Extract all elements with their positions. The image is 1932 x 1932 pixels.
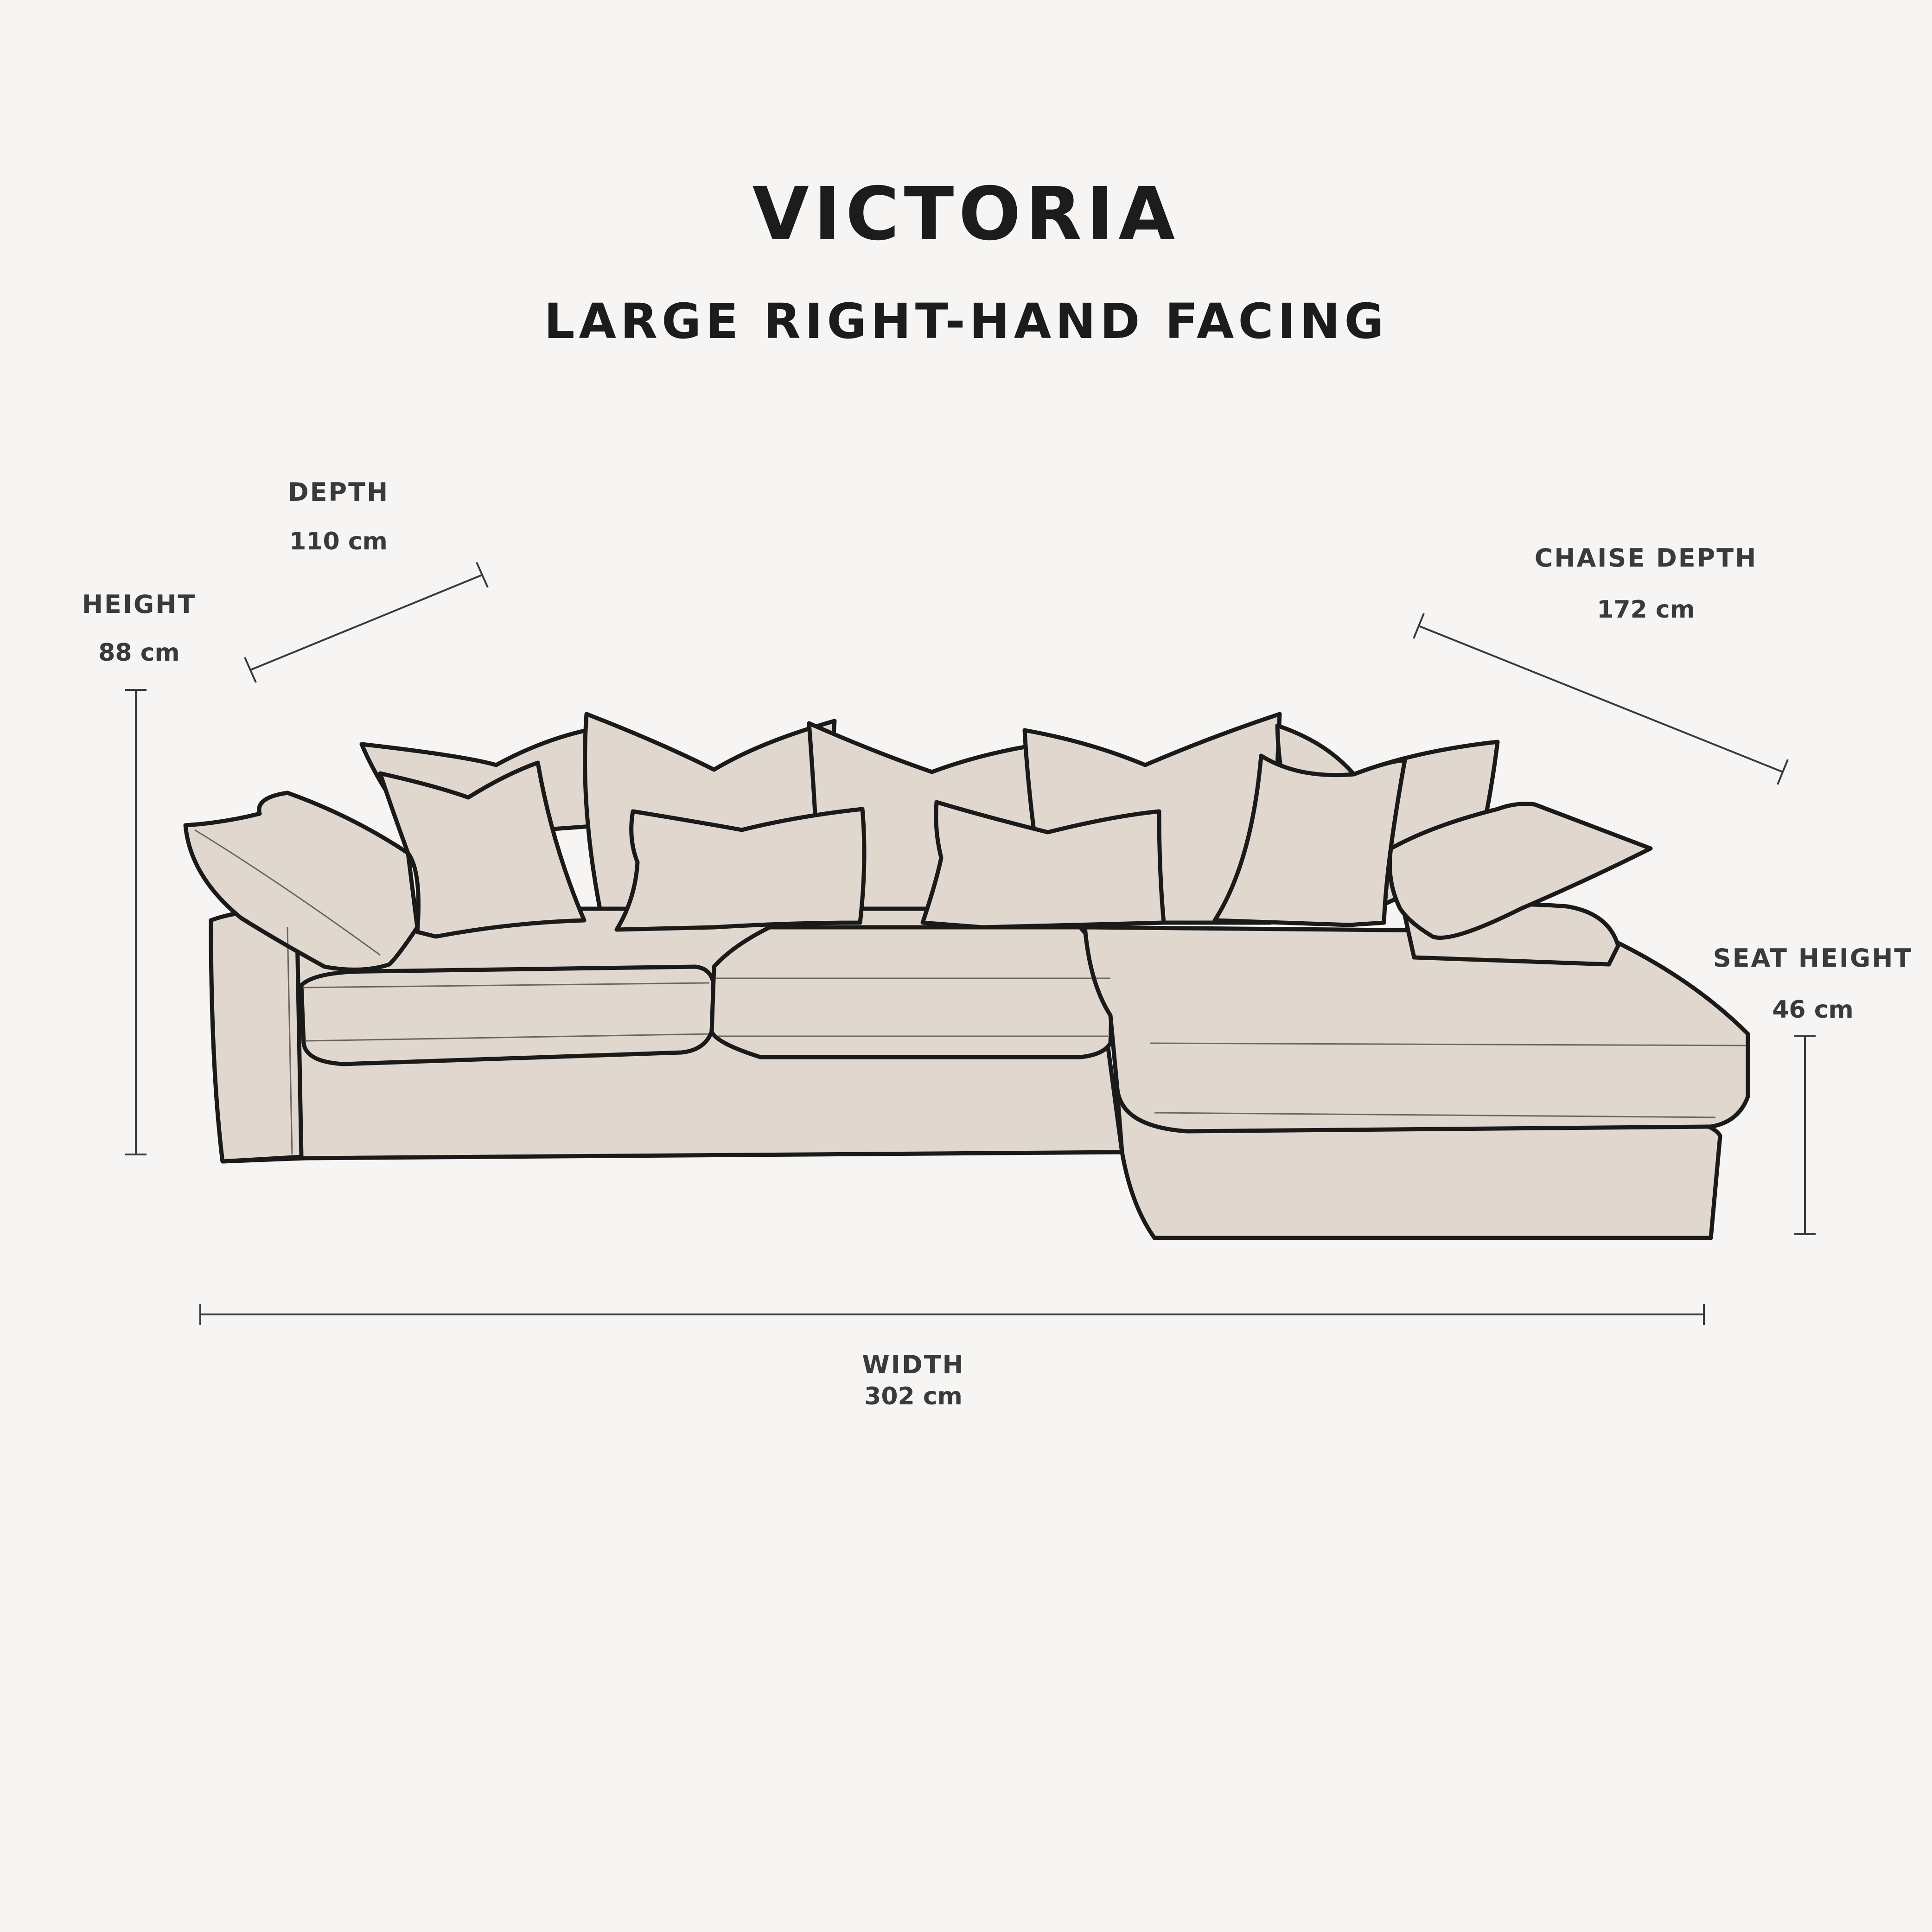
chaise-depth-dimension-line xyxy=(1413,613,1789,785)
seam-lines xyxy=(194,829,1746,1155)
seat-height-dimension-line xyxy=(1794,1035,1816,1235)
seat-height-value: 46 cm xyxy=(1772,996,1854,1024)
height-dimension-line xyxy=(125,689,147,1155)
scatter-cushion-lumbar xyxy=(920,800,1166,930)
product-title: VICTORIA xyxy=(752,172,1180,257)
depth-dimension-line xyxy=(244,562,489,683)
chaise-seat-cushion xyxy=(1083,925,1750,1134)
width-label: WIDTH xyxy=(862,1350,965,1379)
width-value: 302 cm xyxy=(864,1383,963,1410)
seat-cushion-middle xyxy=(709,925,1115,1059)
height-value: 88 cm xyxy=(98,639,180,667)
scatter-cushion xyxy=(1212,753,1407,927)
seat-height-label: SEAT HEIGHT xyxy=(1713,944,1913,973)
scatter-cushion-far-right xyxy=(1388,802,1653,940)
depth-value: 110 cm xyxy=(289,528,388,555)
depth-label: DEPTH xyxy=(287,478,389,507)
chaise-depth-value: 172 cm xyxy=(1597,596,1695,624)
scatter-cushion-far-left xyxy=(183,791,420,972)
sofa-illustration xyxy=(183,712,1750,1240)
height-label: HEIGHT xyxy=(82,590,197,619)
seat-cushion-left xyxy=(299,964,716,1066)
scatter-cushion xyxy=(378,760,587,939)
dimension-lines xyxy=(125,562,1816,1325)
product-subtitle: LARGE RIGHT-HAND FACING xyxy=(544,293,1388,350)
scatter-cushion-lumbar xyxy=(614,807,867,932)
width-dimension-line xyxy=(199,1304,1705,1325)
chaise-depth-label: CHAISE DEPTH xyxy=(1534,543,1758,573)
